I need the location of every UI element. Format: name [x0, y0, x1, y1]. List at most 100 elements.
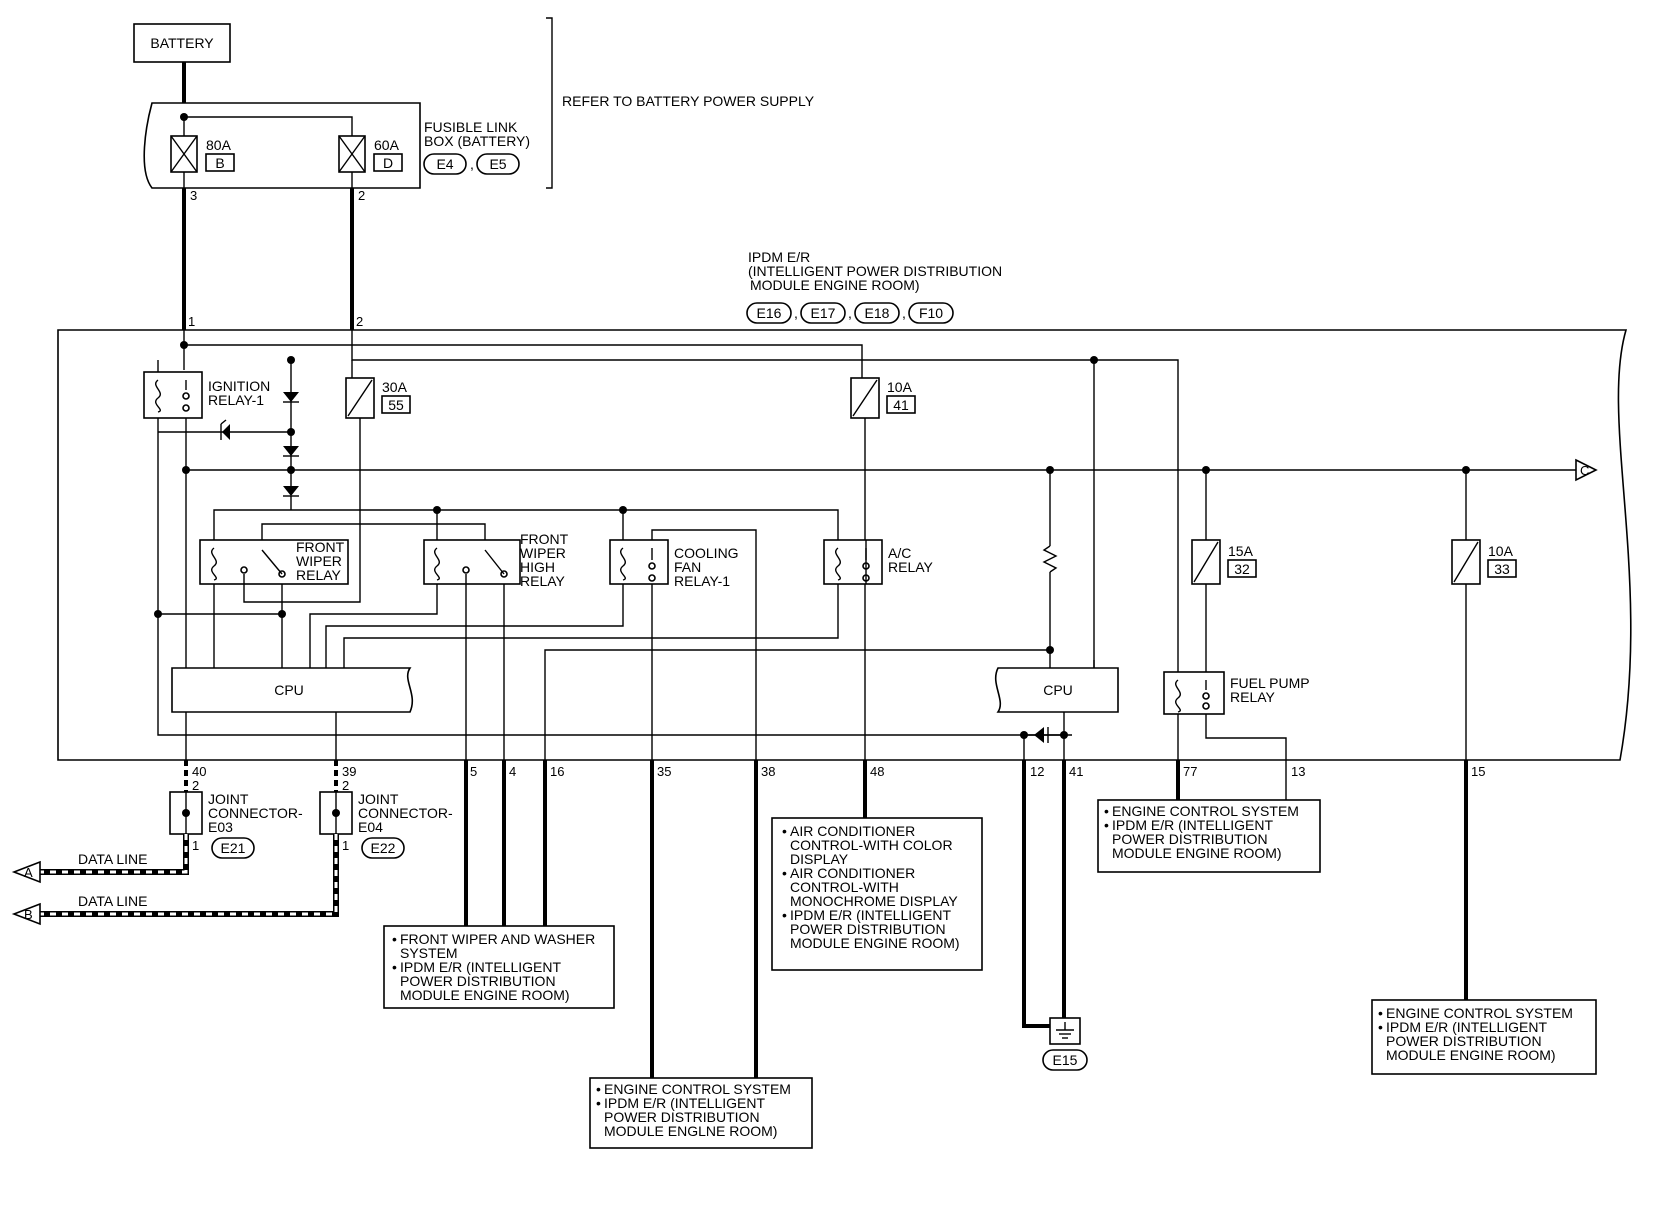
callout-aircon-line-3: DISPLAY [790, 851, 849, 867]
svg-text:•: • [1104, 803, 1109, 819]
battery-box: BATTERY [133, 23, 231, 63]
fuse-80a-letter: B [215, 155, 224, 171]
callout-wiper-line-1: FRONT WIPER AND WASHER [400, 931, 595, 947]
fusible-pin-2: 2 [358, 188, 365, 203]
fuse-10a-41-rating: 10A [887, 379, 913, 395]
connector-e16: E16 [757, 305, 782, 321]
callout-wiper: • FRONT WIPER AND WASHER SYSTEM • IPDM E… [383, 925, 615, 1009]
external-wiring: 2 2 JOINT CONNECTOR- E03 JOINT CONNECTOR… [11, 760, 1468, 1078]
cpu-left-label: CPU [274, 682, 304, 698]
terminal-15: 15 [1471, 764, 1485, 779]
ipdm-title-line3: MODULE ENGINE ROOM) [750, 277, 920, 293]
terminal-numbers: 40 39 5 4 16 35 38 48 12 41 77 13 15 [192, 764, 1485, 779]
cpu-right-label: CPU [1043, 682, 1073, 698]
callout-wiper-line-3: IPDM E/R (INTELLIGENT [400, 959, 561, 975]
callout-aircon-line-8: POWER DISTRIBUTION [790, 921, 946, 937]
ignition-relay-label-2: RELAY-1 [208, 392, 264, 408]
data-line-b-label: DATA LINE [78, 893, 148, 909]
ipdm-internal-wiring: C 30A 55 10A 41 [143, 330, 1598, 760]
callout-engine-mid-line-2: IPDM E/R (INTELLIGENT [1112, 817, 1273, 833]
front-wiper-high-relay-label-4: RELAY [520, 573, 566, 589]
refer-note: REFER TO BATTERY POWER SUPPLY [562, 93, 815, 109]
callout-engine-right-line-1: ENGINE CONTROL SYSTEM [1386, 1005, 1573, 1021]
terminal-16: 16 [550, 764, 564, 779]
terminal-41: 41 [1069, 764, 1083, 779]
joint-e04-label: JOINT [358, 791, 399, 807]
fusible-link-subtitle: BOX (BATTERY) [424, 133, 530, 149]
fuse-10a-33-number: 33 [1494, 561, 1510, 577]
joint-e03-pin-2: 2 [192, 778, 199, 793]
ignition-relay-label: IGNITION [208, 378, 270, 394]
fuse-60a-letter: D [383, 155, 393, 171]
joint-e03-label-3: E03 [208, 819, 233, 835]
ipdm-title: IPDM E/R [748, 249, 810, 265]
callout-wiper-line-5: MODULE ENGINE ROOM) [400, 987, 570, 1003]
callout-aircon-line-6: MONOCHROME DISPLAY [790, 893, 958, 909]
cooling-fan-relay-label: COOLING [674, 545, 739, 561]
callout-aircon-line-7: IPDM E/R (INTELLIGENT [790, 907, 951, 923]
cpu-left-box [171, 667, 414, 713]
fuse-30a-number: 55 [388, 397, 404, 413]
joint-e04-pin-1: 1 [342, 838, 349, 853]
callout-engine-bottom-line-4: MODULE ENGLNE ROOM) [604, 1123, 777, 1139]
front-wiper-relay-label: FRONT [296, 539, 345, 555]
fusible-link-connectors: E4 , E5 [423, 153, 520, 175]
callout-engine-right-line-4: MODULE ENGINE ROOM) [1386, 1047, 1556, 1063]
svg-text:•: • [392, 931, 397, 947]
fuse-60a-rating: 60A [374, 137, 400, 153]
terminal-77: 77 [1183, 764, 1197, 779]
resistor-icon [1042, 545, 1058, 573]
svg-text:,: , [902, 305, 906, 321]
connector-e4: E4 [436, 156, 453, 172]
ipdm-pin-1: 1 [188, 314, 195, 329]
fuse-80a-rating: 80A [206, 137, 232, 153]
fusible-pin-3: 3 [190, 188, 197, 203]
fuse-10a-33-rating: 10A [1488, 543, 1514, 559]
joint-e03-label: JOINT [208, 791, 249, 807]
callout-aircon-line-4: AIR CONDITIONER [790, 865, 915, 881]
callout-engine-right-line-2: IPDM E/R (INTELLIGENT [1386, 1019, 1547, 1035]
fuse-30a-rating: 30A [382, 379, 408, 395]
connector-e22: E22 [371, 840, 396, 856]
terminal-4: 4 [509, 764, 516, 779]
callout-engine-right-line-3: POWER DISTRIBUTION [1386, 1033, 1542, 1049]
cpu-right-box [994, 667, 1119, 713]
ipdm-pin-2: 2 [356, 314, 363, 329]
svg-text:•: • [782, 823, 787, 839]
fuse-15a-number: 32 [1234, 561, 1250, 577]
callout-engine-mid: • ENGINE CONTROL SYSTEM • IPDM E/R (INTE… [1097, 799, 1321, 873]
front-wiper-relay-label-2: WIPER [296, 553, 342, 569]
svg-text:•: • [782, 865, 787, 881]
joint-e03-label-2: CONNECTOR- [208, 805, 303, 821]
fuel-pump-relay-icon [1163, 671, 1225, 715]
front-wiper-high-relay-label: FRONT [520, 531, 569, 547]
fuel-pump-relay-label: FUEL PUMP [1230, 675, 1310, 691]
svg-text:•: • [596, 1081, 601, 1097]
callout-aircon-line-1: AIR CONDITIONER [790, 823, 915, 839]
connector-f10: F10 [919, 305, 943, 321]
data-line-a-letter: A [24, 865, 33, 880]
front-wiper-relay-label-3: RELAY [296, 567, 342, 583]
callout-engine-bottom-line-1: ENGINE CONTROL SYSTEM [604, 1081, 791, 1097]
ipdm-component-labels: IGNITION RELAY-1 FRONT WIPER RELAY FRONT… [208, 378, 1310, 705]
ipdm-title-line2: (INTELLIGENT POWER DISTRIBUTION [748, 263, 1002, 279]
data-line-b-letter: B [24, 907, 33, 922]
refer-bracket [546, 17, 553, 189]
connector-c-label: C [1580, 463, 1589, 478]
svg-text:•: • [596, 1095, 601, 1111]
callout-wiper-line-4: POWER DISTRIBUTION [400, 973, 556, 989]
fuse-15a-rating: 15A [1228, 543, 1254, 559]
front-wiper-high-relay-label-3: HIGH [520, 559, 555, 575]
ignition-relay-icon [143, 371, 203, 419]
svg-text:•: • [1378, 1005, 1383, 1021]
callout-aircon-line-2: CONTROL-WITH COLOR [790, 837, 953, 853]
joint-e04-label-2: CONNECTOR- [358, 805, 453, 821]
callout-engine-bottom: • ENGINE CONTROL SYSTEM • IPDM E/R (INTE… [589, 1077, 813, 1149]
connector-e17: E17 [811, 305, 836, 321]
callout-engine-mid-line-4: MODULE ENGINE ROOM) [1112, 845, 1282, 861]
front-wiper-high-relay-label-2: WIPER [520, 545, 566, 561]
svg-text:•: • [392, 959, 397, 975]
battery-label: BATTERY [150, 35, 214, 51]
callout-engine-mid-line-1: ENGINE CONTROL SYSTEM [1112, 803, 1299, 819]
